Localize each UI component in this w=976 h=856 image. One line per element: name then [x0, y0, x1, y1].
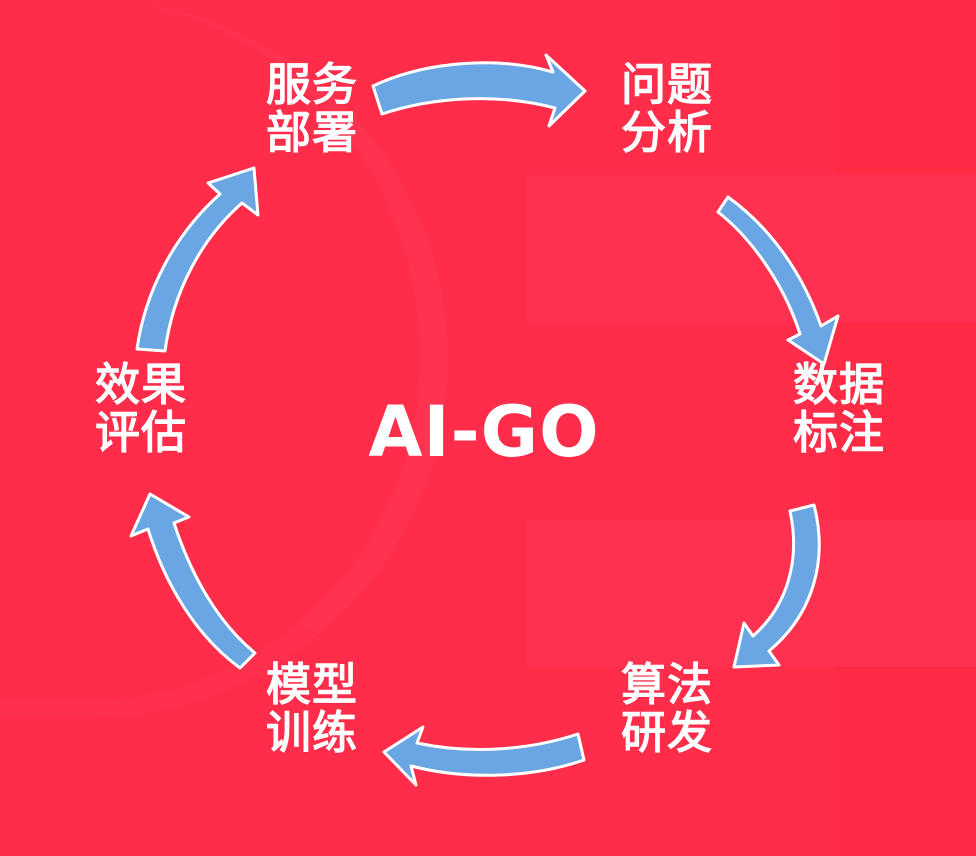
- arrow-deploy-to-analysis-shape: [371, 53, 587, 128]
- step-service-deployment-line2: 部署: [265, 106, 358, 159]
- arrow-evaluation-to-deploy-shape: [135, 166, 260, 353]
- step-problem-analysis: 问题 分析: [612, 61, 722, 157]
- step-model-training-line2: 训练: [265, 706, 358, 759]
- step-service-deployment: 服务 部署: [257, 61, 367, 157]
- step-service-deployment-line1: 服务: [265, 58, 358, 111]
- step-algorithm-research: 算法 研发: [612, 661, 722, 757]
- step-algorithm-research-line1: 算法: [620, 658, 713, 711]
- arrow-research-to-training-shape: [382, 725, 586, 787]
- arrow-analysis-to-annotation-shape: [716, 195, 840, 366]
- arrow-deploy-to-analysis: [371, 53, 587, 128]
- step-effect-evaluation-line2: 评估: [94, 406, 187, 459]
- step-algorithm-research-line2: 研发: [620, 706, 713, 759]
- center-title: AI-GO: [368, 391, 600, 473]
- arrow-annotation-to-research-shape: [732, 503, 821, 669]
- arrow-training-to-evaluation-shape: [129, 492, 257, 670]
- step-problem-analysis-line2: 分析: [620, 106, 713, 159]
- step-problem-analysis-line1: 问题: [620, 58, 713, 111]
- step-model-training: 模型 训练: [257, 661, 367, 757]
- arrow-training-to-evaluation: [129, 492, 257, 670]
- step-effect-evaluation: 效果 评估: [86, 361, 196, 457]
- arrow-evaluation-to-deploy: [135, 166, 260, 353]
- step-model-training-line1: 模型: [265, 658, 358, 711]
- arrow-research-to-training: [382, 725, 586, 787]
- step-data-annotation-line2: 标注: [792, 406, 885, 459]
- arrow-annotation-to-research: [732, 503, 821, 669]
- step-effect-evaluation-line1: 效果: [94, 358, 187, 411]
- step-data-annotation: 数据 标注: [784, 361, 894, 457]
- arrow-analysis-to-annotation: [716, 195, 840, 366]
- step-data-annotation-line1: 数据: [792, 358, 885, 411]
